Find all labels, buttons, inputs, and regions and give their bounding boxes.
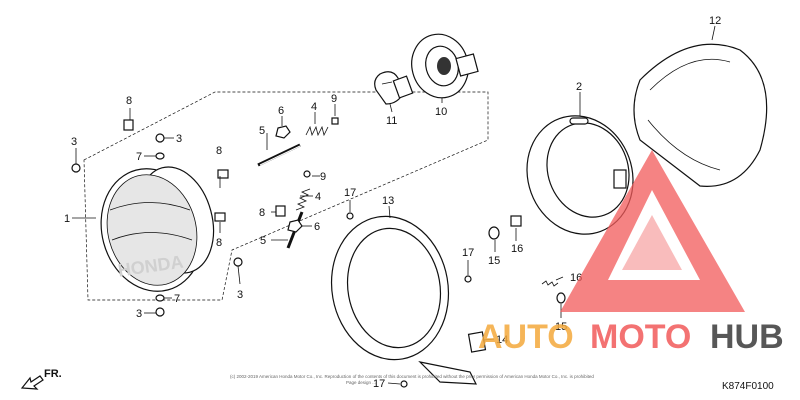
callout-17-c: 17: [373, 378, 385, 390]
clip-top[interactable]: [123, 119, 134, 131]
watermark-wordmark: AUTO MOTO HUB: [478, 318, 784, 356]
headlight-case[interactable]: [511, 101, 650, 249]
headlight-unit[interactable]: HONDA: [88, 157, 225, 303]
callout-5-a: 5: [259, 125, 265, 137]
callout-8-c: 8: [216, 237, 222, 249]
adjusting-screw-top[interactable]: [257, 143, 301, 167]
nut-17-c[interactable]: [400, 380, 408, 388]
watermark-logo: [560, 150, 745, 312]
callout-9-b: 9: [320, 171, 326, 183]
callout-14: 14: [496, 334, 508, 346]
spring-top[interactable]: [305, 125, 329, 137]
watermark-text-moto: MOTO: [590, 318, 691, 356]
nut-17-b[interactable]: [464, 275, 472, 283]
callout-17-b: 17: [462, 247, 474, 259]
bulb-dust-cover[interactable]: [405, 28, 479, 104]
front-label: FR.: [44, 368, 62, 380]
callout-8-a: 8: [126, 95, 132, 107]
watermark-inner-triangle-icon: [622, 215, 682, 270]
nut-bottom[interactable]: [287, 219, 303, 233]
callout-3-d: 3: [136, 308, 142, 320]
clip-lower[interactable]: [214, 212, 226, 222]
callout-8-b: 8: [216, 145, 222, 157]
spring-bottom[interactable]: [295, 188, 311, 211]
collar-15-b[interactable]: [556, 292, 566, 304]
nut-top[interactable]: [275, 125, 291, 139]
callout-labels: 1 3 3 7 8 5 6 4 9 11 10 12 2 13 8 8 8 9 …: [64, 15, 721, 390]
bolt-14[interactable]: [467, 331, 487, 353]
callout-7-b: 7: [174, 293, 180, 305]
washer-bottom[interactable]: [303, 170, 311, 178]
callout-4-a: 4: [311, 101, 317, 113]
watermark-text-auto: AUTO: [478, 318, 574, 356]
nut-7-top[interactable]: [155, 152, 165, 160]
callout-3-b: 3: [176, 133, 182, 145]
callout-3-a: 3: [71, 136, 77, 148]
screw-lower[interactable]: [233, 257, 243, 267]
callout-17-a: 17: [344, 187, 356, 199]
callout-9-a: 9: [331, 93, 337, 105]
nut-17-a[interactable]: [346, 212, 354, 220]
callout-2: 2: [576, 81, 582, 93]
screw-top-left[interactable]: [71, 163, 81, 173]
front-direction-indicator: FR.: [20, 368, 62, 390]
callout-3-c: 3: [237, 289, 243, 301]
callout-10: 10: [435, 106, 447, 118]
screw-bottom[interactable]: [155, 307, 165, 317]
headlight-bulb[interactable]: [374, 71, 414, 105]
callout-13: 13: [382, 195, 394, 207]
callout-16-a: 16: [511, 243, 523, 255]
headlight-cover[interactable]: [633, 43, 768, 187]
screw-top[interactable]: [155, 133, 165, 143]
callout-7-a: 7: [136, 151, 142, 163]
callout-15-b: 15: [555, 321, 567, 333]
callout-15-a: 15: [488, 255, 500, 267]
clip-middle[interactable]: [217, 169, 229, 179]
callout-4-b: 4: [315, 191, 321, 203]
callout-8-d: 8: [259, 207, 265, 219]
clip-right[interactable]: [275, 205, 286, 217]
watermark-triangle-icon: [560, 150, 745, 312]
callout-5-b: 5: [260, 235, 266, 247]
copyright-notice: (c) 2002-2019 American Honda Motor Co., …: [230, 374, 594, 379]
washer-top[interactable]: [331, 117, 339, 125]
collar-15-a[interactable]: [488, 226, 500, 240]
drawing-code: K874F0100: [722, 381, 774, 392]
callout-6-b: 6: [314, 221, 320, 233]
watermark-text-hub: HUB: [710, 318, 784, 356]
callout-11: 11: [386, 115, 397, 127]
callout-12: 12: [709, 15, 721, 27]
leader-lines: [72, 25, 716, 385]
callout-1: 1: [64, 213, 70, 225]
nut-7-bottom[interactable]: [155, 294, 165, 302]
callout-6-a: 6: [278, 105, 284, 117]
headlight-rim[interactable]: [320, 207, 477, 385]
copyright-notice-2: Page design ...: [346, 380, 376, 385]
spring-16-b[interactable]: [541, 280, 559, 287]
front-arrow-icon: [20, 375, 44, 390]
grommet-16-a[interactable]: [510, 215, 522, 227]
assembly-outline: [83, 91, 489, 301]
